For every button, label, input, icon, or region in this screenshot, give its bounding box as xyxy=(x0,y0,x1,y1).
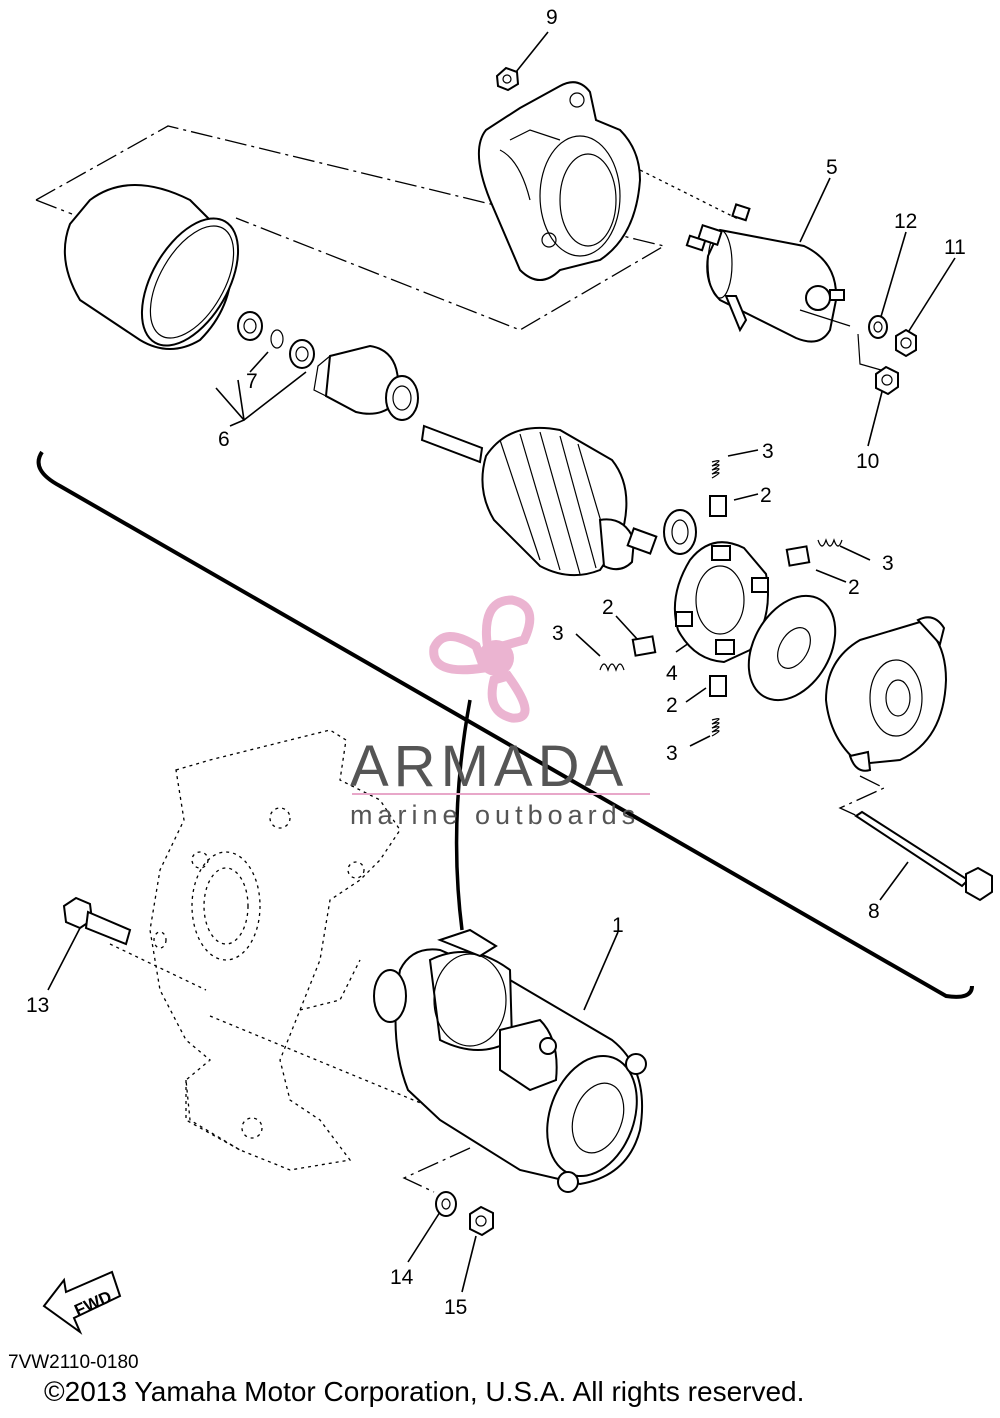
callout-7: 7 xyxy=(246,370,258,393)
yoke-housing xyxy=(63,184,240,350)
insulator-plate xyxy=(747,594,837,702)
callout-2-c: 2 xyxy=(602,596,614,619)
spring-part-3-a xyxy=(711,460,720,479)
spring-part-3-c xyxy=(599,663,625,672)
callout-13: 13 xyxy=(26,994,49,1017)
nut-part-15 xyxy=(469,1205,494,1237)
callout-12: 12 xyxy=(894,210,917,233)
washer-part-14 xyxy=(435,1191,457,1217)
front-bracket xyxy=(477,81,642,281)
callout-15: 15 xyxy=(444,1296,467,1319)
starter-motor-part-1 xyxy=(373,928,647,1193)
brush-part-2-c xyxy=(631,635,657,657)
solenoid-part-5 xyxy=(685,203,851,343)
nut-part-10 xyxy=(875,365,899,396)
callout-9: 9 xyxy=(546,6,558,29)
o-ring-part-7 xyxy=(270,329,284,349)
fwd-arrow-icon: FWD xyxy=(42,1270,122,1335)
brush-part-2-d xyxy=(709,675,727,697)
watermark-subtitle: marine outboards xyxy=(350,800,640,830)
flange-bolt-part-13 xyxy=(62,896,132,946)
callout-8: 8 xyxy=(868,900,880,923)
callout-2-b: 2 xyxy=(848,576,860,599)
propeller-logo-icon xyxy=(429,595,535,723)
brush-part-2-b xyxy=(785,545,811,567)
leader-lines xyxy=(47,31,956,1293)
callout-1: 1 xyxy=(612,914,624,937)
brush-holder-part-4 xyxy=(673,541,769,664)
spring-part-3-b xyxy=(817,538,843,547)
callout-11: 11 xyxy=(944,236,966,259)
callout-3-b: 3 xyxy=(882,552,894,575)
reference-code: 7VW2110-0180 xyxy=(8,1352,139,1373)
callout-3-d: 3 xyxy=(666,742,678,765)
rear-cover xyxy=(824,616,948,772)
callout-labels: 9 5 12 11 7 6 10 3 2 3 2 2 3 4 2 3 8 1 1… xyxy=(26,6,966,1319)
washer-part-12 xyxy=(868,315,888,339)
watermark-title: ARMADA xyxy=(350,734,628,799)
brush-part-2-a xyxy=(709,495,727,517)
nut-part-11 xyxy=(895,328,917,358)
callout-2-a: 2 xyxy=(760,484,772,507)
washer-set-part-6 xyxy=(237,311,315,369)
spring-part-3-d xyxy=(711,718,720,737)
callout-6: 6 xyxy=(218,428,230,451)
nut-part-9 xyxy=(495,66,520,92)
armature xyxy=(420,424,658,577)
through-bolt-part-8 xyxy=(854,810,993,902)
spring-seat xyxy=(663,509,697,555)
callout-4: 4 xyxy=(666,662,678,685)
exploded-group-bracket xyxy=(36,450,974,999)
callout-2-d: 2 xyxy=(666,694,678,717)
engine-block xyxy=(149,729,401,1171)
pinion-clutch xyxy=(313,344,419,421)
callout-5: 5 xyxy=(826,156,838,179)
callout-3-a: 3 xyxy=(762,440,774,463)
callout-10: 10 xyxy=(856,450,879,473)
callout-3-c: 3 xyxy=(552,622,564,645)
callout-14: 14 xyxy=(390,1266,414,1289)
armada-watermark: ARMADA marine outboards xyxy=(350,595,650,830)
copyright-notice: ©2013 Yamaha Motor Corporation, U.S.A. A… xyxy=(44,1376,805,1407)
